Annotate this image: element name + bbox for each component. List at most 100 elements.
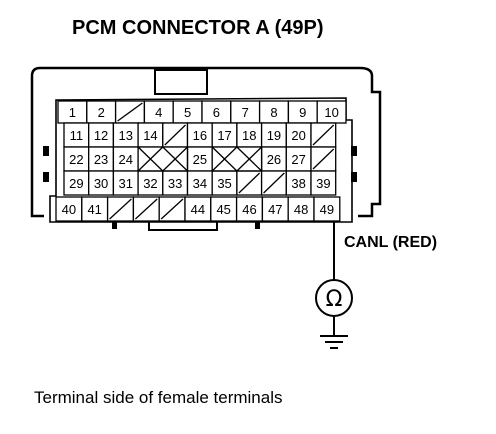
terminal-number: 6 xyxy=(213,105,220,120)
terminal-number: 19 xyxy=(267,128,281,143)
terminal-cell: 39 xyxy=(310,170,337,196)
terminal-cell: 1 xyxy=(57,100,88,124)
terminal-number: 41 xyxy=(87,202,101,217)
terminal-cell: 12 xyxy=(88,122,115,148)
terminal-number: 25 xyxy=(193,152,207,167)
terminal-number: 32 xyxy=(143,176,157,191)
diagram-caption: Terminal side of female terminals xyxy=(34,388,282,407)
terminal-number: 10 xyxy=(324,105,338,120)
blocked-cavity-mark xyxy=(211,146,238,172)
terminal-number: 49 xyxy=(320,202,334,217)
terminal-cell: 17 xyxy=(211,122,238,148)
terminal-cell: 38 xyxy=(285,170,312,196)
terminal-cell xyxy=(236,170,263,196)
diagram-title: PCM CONNECTOR A (49P) xyxy=(72,17,324,39)
terminal-number: 24 xyxy=(119,152,133,167)
ohm-symbol: Ω xyxy=(326,287,343,312)
terminal-number: 18 xyxy=(242,128,256,143)
blocked-cavity-frame xyxy=(137,146,189,172)
terminal-number: 8 xyxy=(270,105,277,120)
terminal-cell xyxy=(162,122,189,148)
terminal-cell: 32 xyxy=(137,170,164,196)
terminal-number: 7 xyxy=(242,105,249,120)
terminal-cell: 5 xyxy=(172,100,203,124)
terminal-cell: 40 xyxy=(55,196,83,222)
terminal-number: 5 xyxy=(184,105,191,120)
terminal-cell: 25 xyxy=(186,146,213,172)
terminal-cell: 18 xyxy=(236,122,263,148)
terminal-cell: 44 xyxy=(184,196,212,222)
wire-label: CANL (RED) xyxy=(344,234,437,251)
terminal-number: 22 xyxy=(69,152,83,167)
terminal-number: 46 xyxy=(242,202,256,217)
terminal-cell: 6 xyxy=(201,100,232,124)
terminal-cell: 24 xyxy=(112,146,139,172)
terminal-cell xyxy=(106,196,135,222)
terminal-number: 17 xyxy=(217,128,231,143)
terminal-cell: 19 xyxy=(260,122,287,148)
terminal-cell: 2 xyxy=(86,100,117,124)
terminal-cell: 7 xyxy=(230,100,261,124)
terminal-cell xyxy=(236,146,263,172)
empty-cavity-mark xyxy=(164,124,186,146)
terminal-number: 9 xyxy=(299,105,306,120)
terminal-number: 44 xyxy=(191,202,205,217)
terminal-number: 27 xyxy=(291,152,305,167)
terminal-cell: 14 xyxy=(137,122,164,148)
terminal-number: 34 xyxy=(193,176,207,191)
terminal-cell xyxy=(310,146,337,172)
terminal-cell: 4 xyxy=(143,100,174,124)
terminal-number: 30 xyxy=(94,176,108,191)
terminal-cell xyxy=(114,100,146,124)
ground-icon xyxy=(320,335,348,349)
terminal-cell: 16 xyxy=(186,122,213,148)
terminal-number: 38 xyxy=(291,176,305,191)
terminal-cell: 22 xyxy=(63,146,90,172)
empty-cavity-mark xyxy=(312,148,335,170)
empty-cavity-mark xyxy=(134,198,158,220)
terminal-cell: 48 xyxy=(287,196,315,222)
terminal-cell xyxy=(260,170,287,196)
terminal-number: 12 xyxy=(94,128,108,143)
blocked-cavity-mark xyxy=(236,146,263,172)
terminal-cell: 35 xyxy=(211,170,238,196)
terminal-number: 29 xyxy=(69,176,83,191)
terminal-cell: 27 xyxy=(285,146,312,172)
terminal-number: 45 xyxy=(216,202,230,217)
blocked-cavity-mark xyxy=(162,146,188,172)
terminal-cell: 20 xyxy=(285,122,312,148)
terminal-cell: 49 xyxy=(313,196,341,222)
terminal-cell: 10 xyxy=(316,100,347,124)
blocked-cavity-mark xyxy=(137,146,164,172)
terminal-number: 20 xyxy=(291,128,305,143)
terminal-number: 35 xyxy=(217,176,231,191)
terminal-number: 48 xyxy=(294,202,308,217)
terminal-number: 33 xyxy=(168,176,182,191)
terminal-number: 13 xyxy=(119,128,133,143)
terminal-cell xyxy=(211,146,238,172)
terminal-cell xyxy=(158,196,186,222)
terminal-cell: 45 xyxy=(210,196,238,222)
terminal-cell xyxy=(132,196,160,222)
terminal-cell xyxy=(137,146,164,172)
terminal-number: 23 xyxy=(94,152,108,167)
terminal-number: 39 xyxy=(316,176,330,191)
terminal-cell: 9 xyxy=(287,100,318,124)
terminal-cell: 41 xyxy=(81,196,109,222)
terminal-cell xyxy=(310,122,337,148)
terminal-number: 14 xyxy=(143,128,157,143)
empty-cavity-mark xyxy=(160,198,184,220)
terminal-number: 11 xyxy=(70,128,84,143)
terminal-cell: 47 xyxy=(261,196,289,222)
terminal-cell xyxy=(162,146,188,172)
terminal-cell: 26 xyxy=(260,146,287,172)
empty-cavity-mark xyxy=(263,172,285,194)
terminal-number: 31 xyxy=(119,176,133,191)
terminal-cell: 8 xyxy=(258,100,290,124)
blocked-cavity-frame xyxy=(211,146,263,172)
terminal-cell: 23 xyxy=(88,146,115,172)
terminal-cell: 30 xyxy=(88,170,115,196)
terminal-cell: 11 xyxy=(63,122,90,148)
